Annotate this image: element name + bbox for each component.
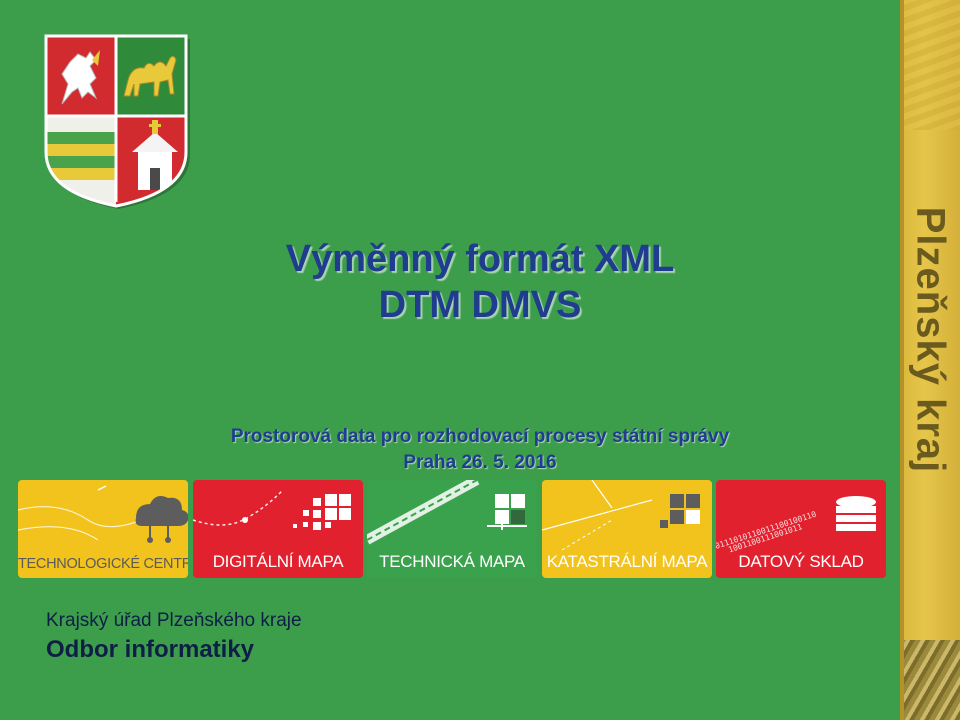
tile-katastralni-mapa: KATASTRÁLNÍ MAPA (542, 480, 712, 578)
band-texture-bottom (900, 640, 960, 720)
coat-of-arms-icon (40, 32, 192, 210)
region-name-vertical: Plzeňský kraj (908, 206, 953, 474)
title-line-1: Výměnný formát XML (285, 238, 675, 280)
subtitle-date: Praha 26. 5. 2016 (403, 452, 557, 473)
tile-label: TECHNOLOGICKÉ CENTRUM (18, 556, 188, 572)
band-edge (900, 0, 904, 720)
tile-datovy-sklad: 0111010110011100100110 1001100111001011 … (716, 480, 886, 578)
tile-label: DIGITÁLNÍ MAPA (212, 552, 344, 571)
tile-technologicke-centrum: TECHNOLOGICKÉ CENTRUM (18, 480, 188, 578)
pixel-grid-icon (293, 494, 351, 530)
database-icon (836, 496, 876, 531)
cloud-icon (135, 496, 188, 543)
subtitle-line-1: Prostorová data pro rozhodovací procesy … (230, 426, 730, 447)
service-tiles: TECHNOLOGICKÉ CENTRUM DIGITÁLNÍ MAPA (18, 480, 886, 578)
network-grid-icon (487, 494, 527, 530)
tile-label: KATASTRÁLNÍ MAPA (546, 552, 708, 571)
band-texture-top (900, 0, 960, 130)
tile-technicka-mapa: TECHNICKÁ MAPA (367, 480, 537, 578)
title-line-2: DTM DMVS (378, 284, 582, 326)
footer-organization: Krajský úřad Plzeňského kraje (46, 610, 302, 631)
tile-digitalni-mapa: DIGITÁLNÍ MAPA (193, 480, 363, 578)
footer-department: Odbor informatiky (46, 636, 255, 663)
parcel-grid-icon (660, 494, 700, 528)
side-band (900, 0, 960, 720)
tile-label: DATOVÝ SKLAD (738, 552, 864, 571)
tile-label: TECHNICKÁ MAPA (379, 552, 525, 571)
